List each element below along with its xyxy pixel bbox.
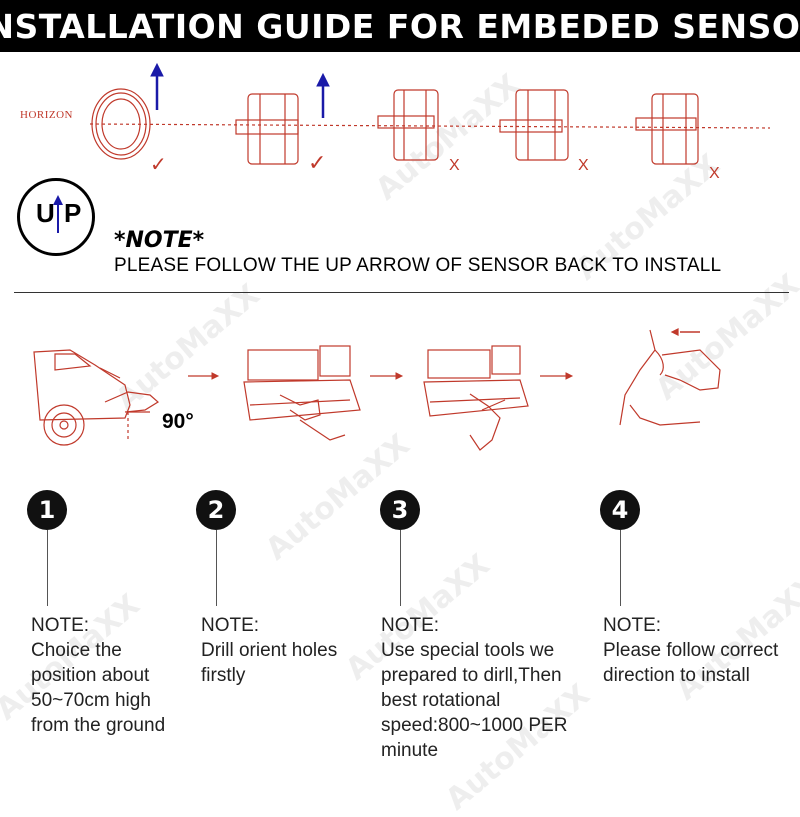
next-step-arrow-icon [188, 372, 220, 380]
step-note-line: prepared to dirll,Then [381, 665, 562, 686]
step-note-title: NOTE: [381, 615, 440, 636]
step-note: NOTE: Choice the position about 50~70cm … [31, 613, 165, 738]
insert-sensor-illustration [619, 328, 721, 426]
installation-illustrations [33, 328, 721, 451]
step-note-line: Please follow correct [603, 640, 779, 661]
step-note-line: 50~70cm high [31, 690, 151, 711]
step-note-line: minute [381, 740, 439, 761]
step-note-line: speed:800~1000 PER [381, 715, 568, 736]
step-note-title: NOTE: [603, 615, 662, 636]
step-note: NOTE: Drill orient holes firstly [201, 613, 337, 688]
page-title: INSTALLATION GUIDE FOR EMBEDED SENSOR [0, 6, 800, 46]
angle-label: 90° [162, 410, 194, 433]
step-note-line: firstly [201, 665, 246, 686]
sensor-side-view-wrong [635, 93, 699, 165]
cross-mark-icon: X [578, 157, 589, 174]
horizon-label: HORIZON [20, 109, 73, 121]
step-note-line: Choice the [31, 640, 122, 661]
step-connector-line [400, 530, 401, 606]
step-connector-line [216, 530, 217, 606]
sensor-side-view-wrong [499, 89, 569, 161]
up-badge: U P [17, 178, 95, 256]
step-number-badge: 4 [600, 490, 640, 530]
note-heading: *NOTE* [114, 228, 205, 253]
step-number-badge: 1 [27, 490, 67, 530]
step-note-title: NOTE: [31, 615, 90, 636]
sensor-orientation-diagram [89, 62, 771, 165]
step-note-title: NOTE: [201, 615, 260, 636]
step-note-line: position about [31, 665, 150, 686]
up-arrow-icon [316, 72, 330, 118]
step-note-line: best rotational [381, 690, 501, 711]
special-tool-illustration [423, 345, 529, 451]
cross-mark-icon: X [449, 157, 460, 174]
step-number-badge: 2 [196, 490, 236, 530]
sensor-side-view-correct [235, 93, 299, 165]
next-step-arrow-icon [540, 372, 574, 380]
cross-mark-icon: X [709, 165, 720, 182]
next-step-arrow-icon [370, 372, 404, 380]
horizon-line [89, 123, 771, 129]
drill-bumper-illustration [243, 345, 361, 441]
step-connector-line [47, 530, 48, 606]
divider [14, 292, 789, 293]
step-note-line: Use special tools we [381, 640, 555, 661]
check-mark-icon: ✓ [308, 150, 327, 175]
sensor-side-view-wrong [377, 89, 439, 161]
title-banner: INSTALLATION GUIDE FOR EMBEDED SENSOR [0, 0, 800, 52]
up-arrow-icon [53, 195, 63, 233]
step-note: NOTE: Use special tools we prepared to d… [381, 613, 567, 763]
check-mark-icon: ✓ [150, 154, 167, 176]
step-note-line: direction to install [603, 665, 750, 686]
step-connector-line [620, 530, 621, 606]
up-arrow-icon [150, 62, 164, 110]
up-badge-letter-u: U [36, 198, 55, 228]
sensor-front-view [91, 88, 151, 160]
step-number-badge: 3 [380, 490, 420, 530]
step-note-line: from the ground [31, 715, 166, 736]
up-badge-letter-p: P [64, 198, 82, 228]
car-rear-illustration [33, 349, 160, 446]
note-text: PLEASE FOLLOW THE UP ARROW OF SENSOR BAC… [114, 255, 722, 276]
step-note: NOTE: Please follow correct direction to… [603, 613, 778, 688]
step-note-line: Drill orient holes [201, 640, 338, 661]
